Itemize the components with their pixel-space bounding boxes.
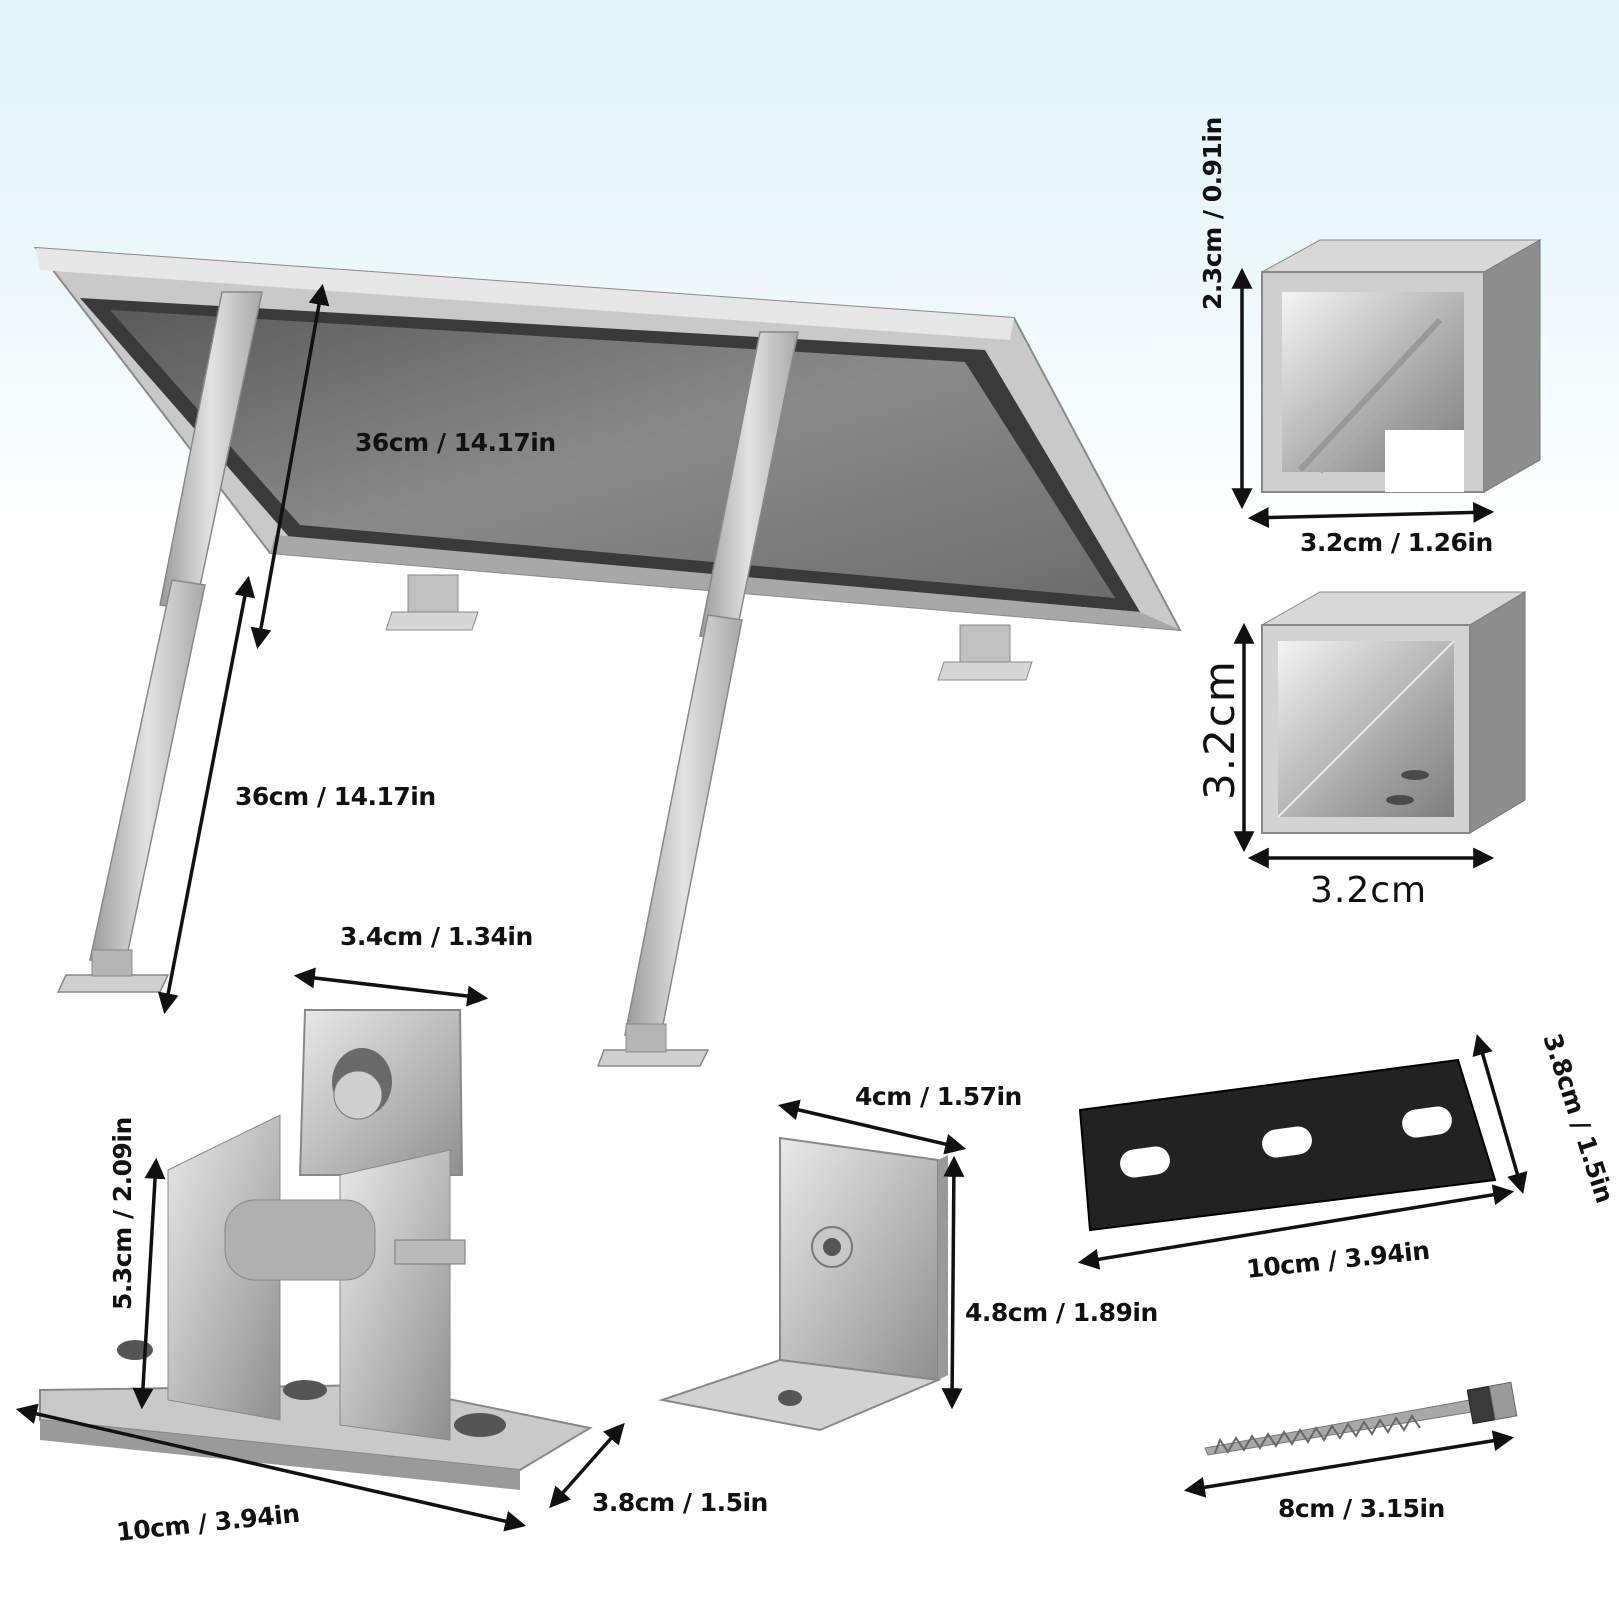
leg-length-label: 36cm / 14.17in xyxy=(235,782,436,811)
panel-mount-feet xyxy=(385,574,1033,681)
dimension-arrows xyxy=(15,267,1528,1532)
hinge-base-width-label: 3.8cm / 1.5in xyxy=(592,1488,768,1517)
hinge-height-label: 5.3cm / 2.09in xyxy=(108,1117,137,1310)
square-tube-profile xyxy=(1260,591,1527,834)
support-leg-right xyxy=(596,331,799,1067)
tube-width-label: 3.2cm xyxy=(1310,870,1428,911)
lbracket-height-label: 4.8cm / 1.89in xyxy=(965,1298,1158,1327)
lbracket-width-label: 4cm / 1.57in xyxy=(855,1082,1022,1111)
tube-height-label: 3.2cm xyxy=(1195,659,1244,800)
channel-width-label: 3.2cm / 1.26in xyxy=(1300,528,1493,557)
screw-length-label: 8cm / 3.15in xyxy=(1278,1494,1445,1523)
panel-width-label: 36cm / 14.17in xyxy=(355,428,556,457)
l-bracket xyxy=(658,1136,948,1432)
channel-height-label: 2.3cm / 0.91in xyxy=(1198,117,1227,310)
hinge-top-width-label: 3.4cm / 1.34in xyxy=(340,922,533,951)
c-channel-profile xyxy=(1261,239,1542,493)
